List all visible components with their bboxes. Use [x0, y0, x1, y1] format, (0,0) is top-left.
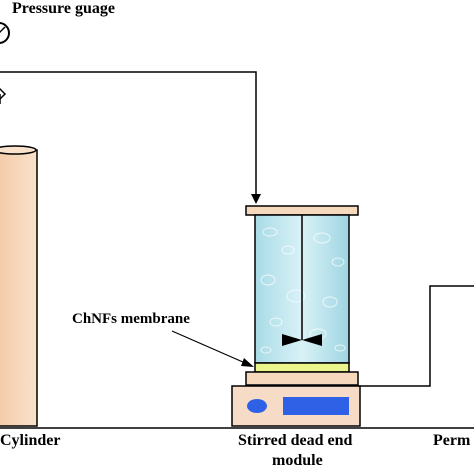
membrane-pointer-line: [171, 330, 253, 367]
valve-icon: [0, 87, 7, 104]
liquid-bubbles: [260, 227, 346, 354]
stirrer-knob: [247, 399, 267, 413]
module-label-line1: Stirred dead end: [238, 432, 353, 449]
cylinder-label: Cylinder: [0, 432, 61, 449]
membrane-pointer-arrowhead: [241, 358, 254, 367]
module-top-cap: [245, 205, 359, 216]
permeate-label: Perm: [433, 432, 471, 449]
stirrer-icon: [282, 334, 322, 346]
module-base: [245, 371, 359, 386]
flow-arrowhead: [251, 194, 261, 204]
gas-cylinder: [0, 145, 38, 427]
stirred-cell-module: [231, 205, 361, 427]
stirrer-display: [283, 397, 349, 415]
permeate-line: [358, 285, 474, 387]
membrane-label: ChNFs membrane: [72, 311, 190, 327]
pressure-gauge-label: Pressure guage: [12, 0, 115, 17]
gas-supply-line: [0, 71, 257, 196]
module-label-line2: module: [272, 452, 323, 469]
membrane-layer: [254, 362, 350, 373]
pressure-gauge-icon: [0, 22, 10, 44]
